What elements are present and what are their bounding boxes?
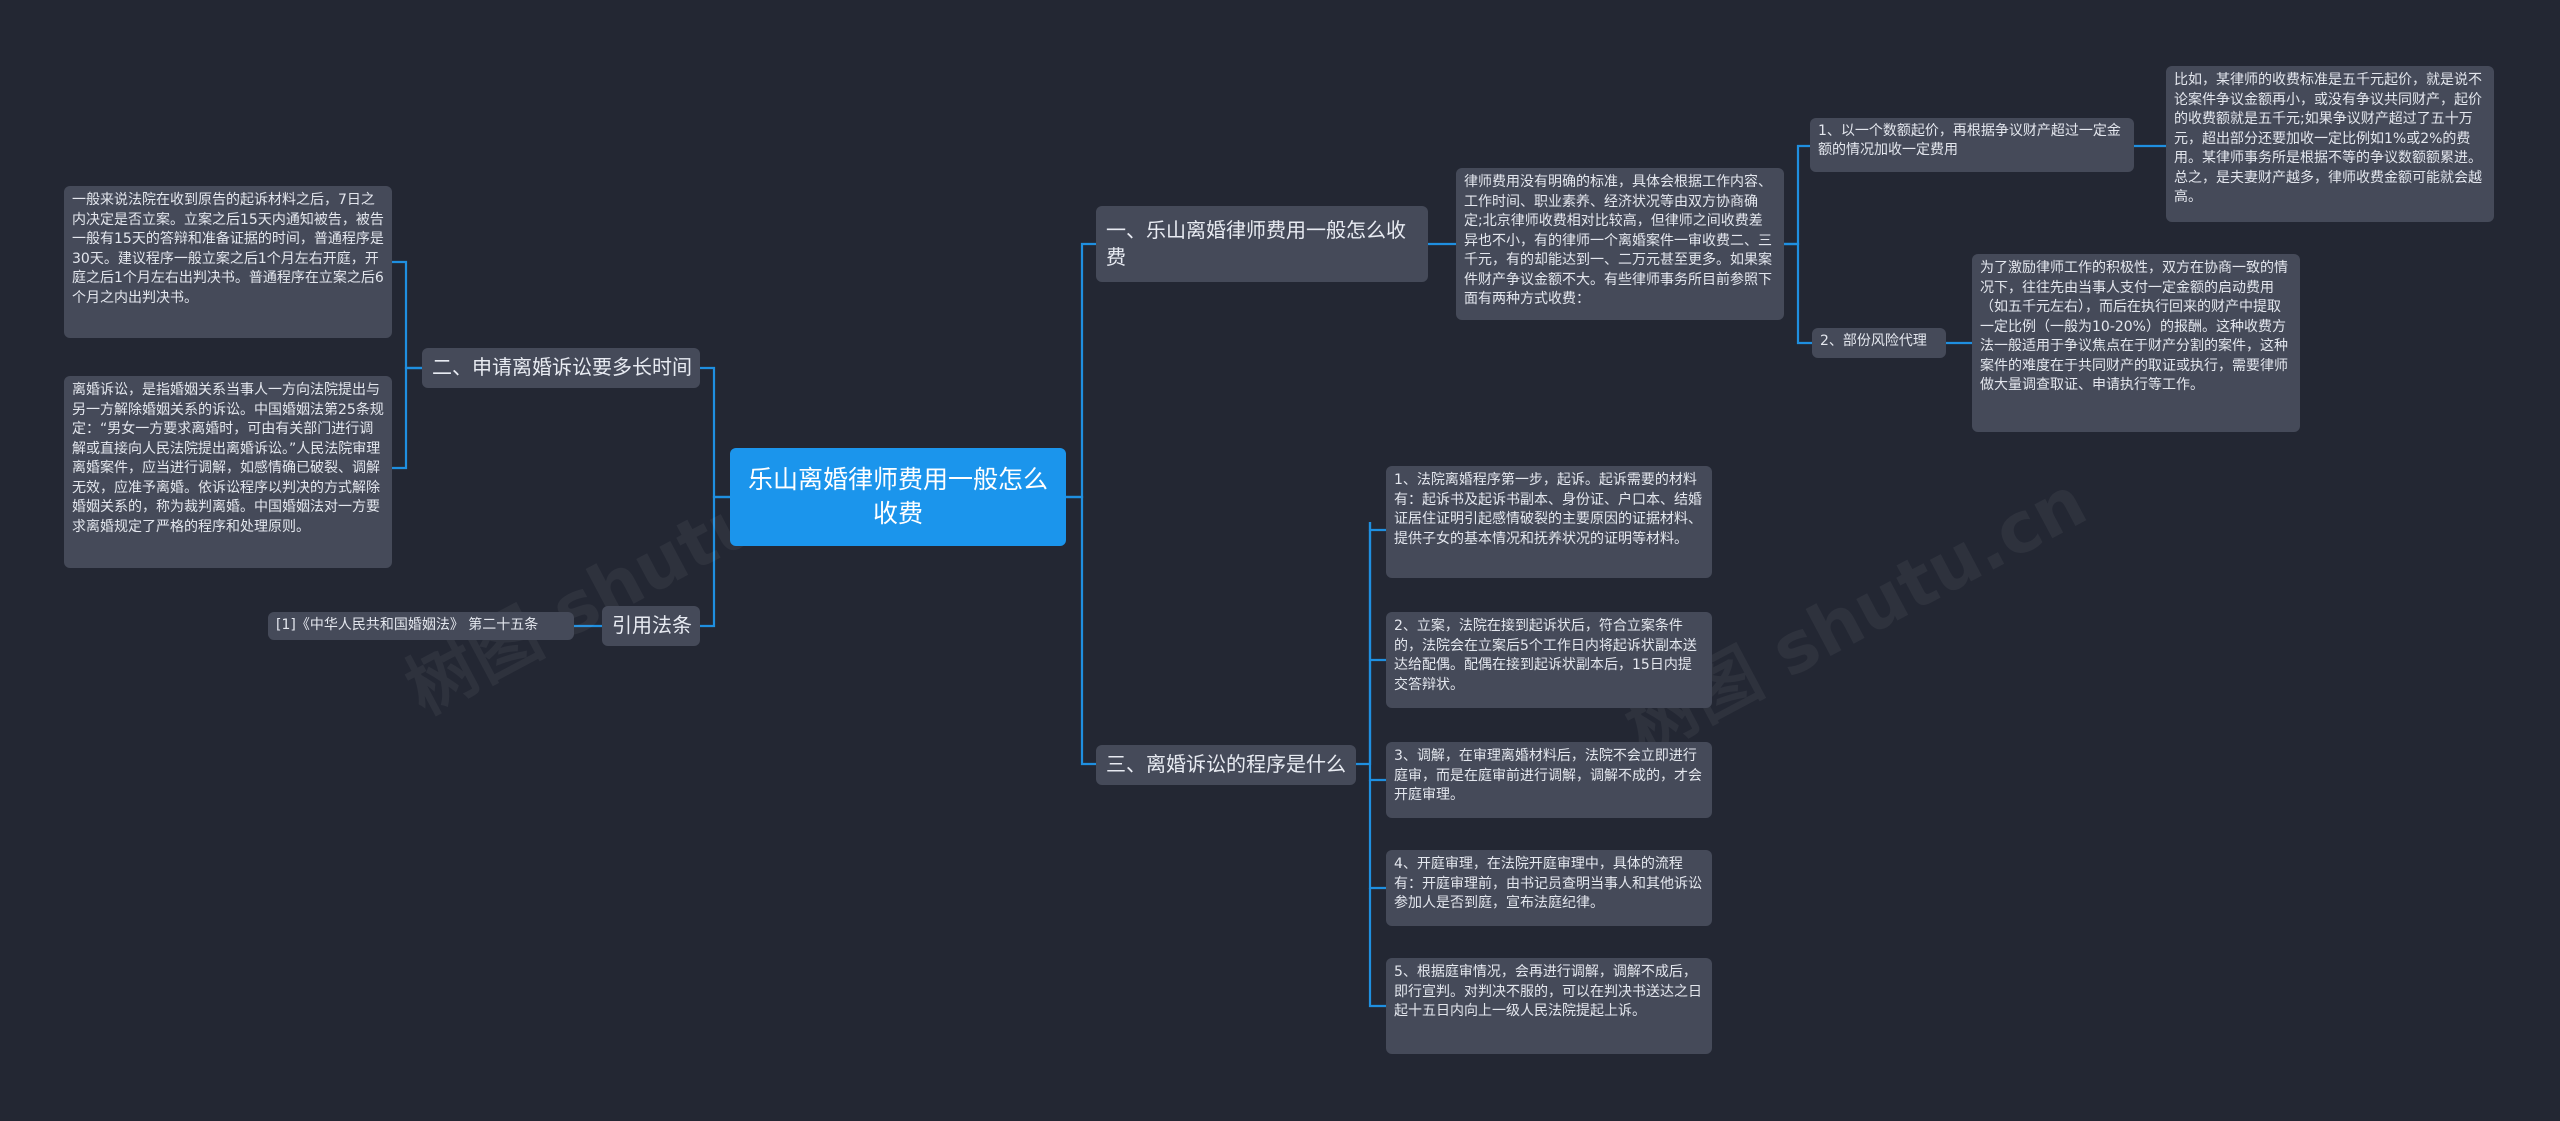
branch-label: 一、乐山离婚律师费用一般怎么收费 xyxy=(1106,218,1406,269)
method-base-price-detail[interactable]: 比如，某律师的收费标准是五千元起价，就是说不论案件争议金额再小，或没有争议共同财… xyxy=(2166,66,2494,222)
edge-b2-d xyxy=(392,366,422,470)
edge-b3-s1 xyxy=(1368,522,1386,532)
edge-intro-m1 xyxy=(1784,144,1810,246)
edge-root-b3 xyxy=(1066,495,1096,766)
edge-b3-s4 xyxy=(1368,780,1386,890)
branch-law-citation[interactable]: 引用法条 xyxy=(602,606,700,646)
procedure-step-2[interactable]: 2、立案，法院在接到起诉状后，符合立案条件的，法院会在立案后5个工作日内将起诉状… xyxy=(1386,612,1712,708)
edge-b3-s2 xyxy=(1368,530,1386,662)
edge-root-b1 xyxy=(1066,242,1096,499)
leaf-text: 比如，某律师的收费标准是五千元起价，就是说不论案件争议金额再小，或没有争议共同财… xyxy=(2174,72,2482,205)
edge-root-b4 xyxy=(700,495,730,628)
method-risk-agency-detail[interactable]: 为了激励律师工作的积极性，双方在协商一致的情况下，往往先由当事人支付一定金额的启… xyxy=(1972,254,2300,432)
branch-label: 引用法条 xyxy=(612,613,692,637)
edge-b2-c xyxy=(392,260,422,370)
leaf-text: 3、调解，在审理离婚材料后，法院不会立即进行庭审，而是在庭审前进行调解，调解不成… xyxy=(1394,748,1702,803)
leaf-text: 一般来说法院在收到原告的起诉材料之后，7日之内决定是否立案。立案之后15天内通知… xyxy=(72,192,384,306)
leaf-text: 1、以一个数额起价，再根据争议财产超过一定金额的情况加收一定费用 xyxy=(1818,123,2121,158)
edge-b3-s5 xyxy=(1368,888,1386,1008)
edge-intro-m2 xyxy=(1784,242,1812,345)
law-reference[interactable]: [1]《中华人民共和国婚姻法》 第二十五条 xyxy=(268,612,574,640)
edge-root-b2 xyxy=(700,366,730,499)
procedure-step-5[interactable]: 5、根据庭审情况，会再进行调解，调解不成后，即行宣判。对判决不服的，可以在判决书… xyxy=(1386,958,1712,1054)
root-topic[interactable]: 乐山离婚律师费用一般怎么收费 xyxy=(730,448,1066,546)
leaf-text: 离婚诉讼，是指婚姻关系当事人一方向法院提出与另一方解除婚姻关系的诉讼。中国婚姻法… xyxy=(72,382,384,535)
divorce-litigation-definition[interactable]: 离婚诉讼，是指婚姻关系当事人一方向法院提出与另一方解除婚姻关系的诉讼。中国婚姻法… xyxy=(64,376,392,568)
leaf-text: [1]《中华人民共和国婚姻法》 第二十五条 xyxy=(276,617,539,633)
leaf-text: 2、立案，法院在接到起诉状后，符合立案条件的，法院会在立案后5个工作日内将起诉状… xyxy=(1394,618,1697,693)
branch-duration[interactable]: 二、申请离婚诉讼要多长时间 xyxy=(422,348,700,388)
duration-detail[interactable]: 一般来说法院在收到原告的起诉材料之后，7日之内决定是否立案。立案之后15天内通知… xyxy=(64,186,392,338)
root-topic-label: 乐山离婚律师费用一般怎么收费 xyxy=(747,465,1048,528)
branch-procedure[interactable]: 三、离婚诉讼的程序是什么 xyxy=(1096,745,1356,785)
leaf-text: 5、根据庭审情况，会再进行调解，调解不成后，即行宣判。对判决不服的，可以在判决书… xyxy=(1394,964,1702,1019)
branch-label: 二、申请离婚诉讼要多长时间 xyxy=(432,355,692,379)
leaf-text: 律师费用没有明确的标准，具体会根据工作内容、工作时间、职业素养、经济状况等由双方… xyxy=(1464,174,1772,307)
procedure-step-3[interactable]: 3、调解，在审理离婚材料后，法院不会立即进行庭审，而是在庭审前进行调解，调解不成… xyxy=(1386,742,1712,818)
fee-standard-intro[interactable]: 律师费用没有明确的标准，具体会根据工作内容、工作时间、职业素养、经济状况等由双方… xyxy=(1456,168,1784,320)
leaf-text: 1、法院离婚程序第一步，起诉。起诉需要的材料有：起诉书及起诉书副本、身份证、户口… xyxy=(1394,472,1702,547)
branch-fee-question[interactable]: 一、乐山离婚律师费用一般怎么收费 xyxy=(1096,206,1428,282)
leaf-text: 为了激励律师工作的积极性，双方在协商一致的情况下，往往先由当事人支付一定金额的启… xyxy=(1980,260,2288,393)
leaf-text: 2、部份风险代理 xyxy=(1820,333,1927,349)
edge-b3-s3 xyxy=(1368,660,1386,782)
edge-b3-steps xyxy=(1356,522,1372,766)
procedure-step-1[interactable]: 1、法院离婚程序第一步，起诉。起诉需要的材料有：起诉书及起诉书副本、身份证、户口… xyxy=(1386,466,1712,578)
branch-label: 三、离婚诉讼的程序是什么 xyxy=(1106,752,1346,776)
method-base-price[interactable]: 1、以一个数额起价，再根据争议财产超过一定金额的情况加收一定费用 xyxy=(1810,118,2134,172)
leaf-text: 4、开庭审理，在法院开庭审理中，具体的流程有：开庭审理前，由书记员查明当事人和其… xyxy=(1394,856,1702,911)
method-risk-agency[interactable]: 2、部份风险代理 xyxy=(1812,328,1946,358)
procedure-step-4[interactable]: 4、开庭审理，在法院开庭审理中，具体的流程有：开庭审理前，由书记员查明当事人和其… xyxy=(1386,850,1712,926)
